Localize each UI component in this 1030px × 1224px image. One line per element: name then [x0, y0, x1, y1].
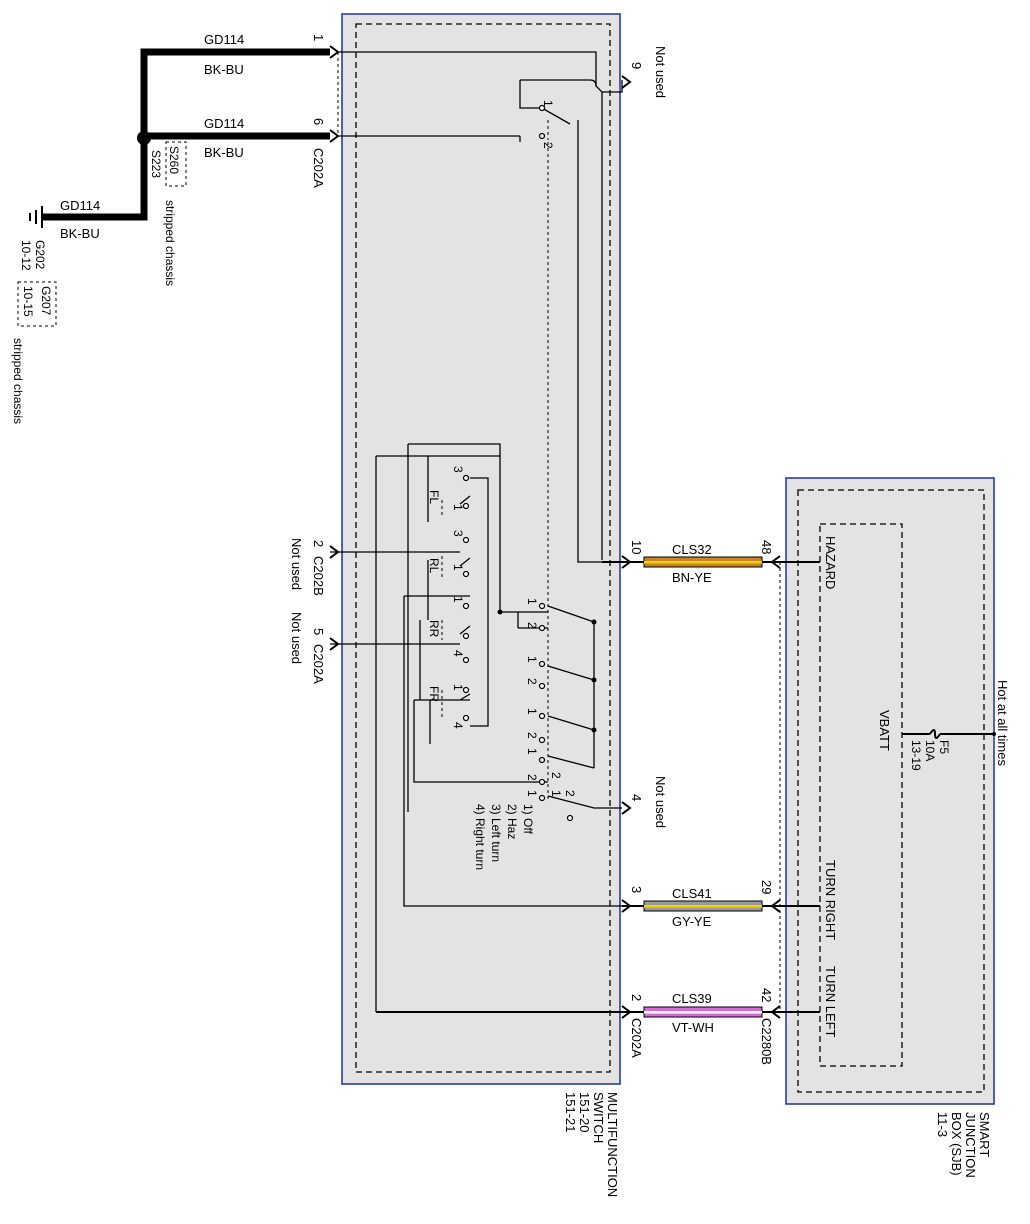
rl-contact-3: 3 [451, 530, 465, 537]
splice-s223: S223 [149, 150, 163, 178]
lamp-rr: RR [427, 620, 441, 638]
hazard-contact-2c: 2 [525, 732, 539, 739]
smart-junction-box-module [785, 477, 995, 1105]
fuse-page: 13-19 [909, 740, 923, 771]
lamp-rl: RL [427, 558, 441, 574]
pin-4-not-used: Not used [653, 776, 668, 828]
rr-contact-4: 4 [451, 650, 465, 657]
pin-5-left-not-used: Not used [289, 612, 304, 664]
hazard-contact-1c: 1 [525, 708, 539, 715]
ground-pin-6: 6 [311, 118, 326, 125]
fuse-icon [929, 729, 941, 739]
switch-legend-off: 1) Off [521, 804, 535, 834]
hazard-contact-1a: 1 [525, 598, 539, 605]
pin-4: 4 [629, 794, 644, 801]
hazard-contact-2b: 2 [525, 678, 539, 685]
sjb-pin-48: 48 [759, 540, 774, 554]
sjb-turn-right: TURN RIGHT [823, 860, 838, 940]
sjb-page: 11-3 [935, 1112, 950, 1137]
ground-g202-page: 10-12 [19, 240, 33, 271]
splice-node [137, 131, 151, 145]
switch-legend-haz: 2) Haz [505, 804, 519, 839]
ground-wire-color-1: BK-BU [204, 62, 244, 77]
hazard-contact-1d: 1 [525, 748, 539, 755]
ground-circuit [17, 45, 340, 327]
switch-legend-left-turn: 3) Left turn [489, 804, 503, 862]
ground-connector-c202a: C202A [311, 148, 326, 188]
switch-name-line2: SWITCH [591, 1092, 606, 1143]
circuit-cls32 [602, 555, 820, 569]
ground-g207-box [17, 281, 57, 327]
ground-pin-1: 1 [311, 34, 326, 41]
rl-contact-1: 1 [451, 564, 465, 571]
ground-wire-color-2: BK-BU [204, 145, 244, 160]
lamp-switch-bank [329, 443, 632, 1012]
ground-wire-id-2: GD114 [204, 116, 244, 131]
fr-contact-4: 4 [451, 722, 465, 729]
pin-2-left: 2 [311, 540, 326, 547]
pin-9-not-used: Not used [653, 46, 668, 98]
rr-contact-1: 1 [451, 596, 465, 603]
cls39-id: CLS39 [672, 991, 712, 1006]
hazard-contact-1e: 1 [525, 790, 539, 797]
upper-contact-1: 1 [541, 100, 555, 107]
lamp-fr: FR [427, 686, 441, 702]
sjb-fuse-circuit [902, 729, 996, 739]
connector-c202a-bottom: C202A [629, 1018, 644, 1058]
pin-2-left-not-used: Not used [289, 538, 304, 590]
fuse-f5: F5 [937, 740, 951, 754]
pin-5-left: 5 [311, 628, 326, 635]
switch-name-line1: MULTIFUNCTION [605, 1092, 620, 1197]
sjb-turn-left: TURN LEFT [823, 966, 838, 1038]
hazard-contact-2f: 2 [563, 790, 577, 797]
ground-wire-color-3: BK-BU [60, 226, 100, 241]
ground-wire-id-3: GD114 [60, 198, 100, 213]
splice-stripped-chassis: stripped chassis [163, 200, 177, 286]
cls41-id: CLS41 [672, 886, 712, 901]
hazard-contact-1f: 1 [549, 790, 563, 797]
sjb-pin-42: 42 [759, 988, 774, 1002]
ground-g207: G207 [39, 286, 53, 316]
circuit-cls41 [621, 899, 820, 913]
cls39-color: VT-WH [672, 1020, 714, 1035]
circuit-cls39 [376, 1005, 820, 1019]
fuse-rating: 10A [923, 740, 937, 761]
upper-contact-2: 2 [541, 142, 555, 149]
switch-page-1: 151-20 [577, 1092, 592, 1132]
ground-g202: G202 [33, 240, 47, 270]
fl-contact-1: 1 [451, 504, 465, 511]
ground-wire-id-1: GD114 [204, 32, 244, 47]
splice-s260: S260 [167, 146, 181, 174]
pin-9: 9 [629, 62, 644, 69]
sjb-hazard: HAZARD [823, 536, 838, 589]
connector-c202a-left: C202A [311, 644, 326, 684]
hazard-contact-1b: 1 [525, 656, 539, 663]
pin-2-right: 2 [629, 994, 644, 1001]
fr-contact-1: 1 [451, 684, 465, 691]
cls41-color: GY-YE [672, 914, 712, 929]
sjb-connector-c2280b: C2280B [759, 1018, 774, 1065]
cls32-id: CLS32 [672, 542, 712, 557]
sjb-pin-29: 29 [759, 880, 774, 894]
pin-3: 3 [629, 886, 644, 893]
hazard-contact-2e: 2 [549, 772, 563, 779]
connector-c202b: C202B [311, 556, 326, 596]
hazard-contact-2d: 2 [525, 774, 539, 781]
ground-stripped-chassis: stripped chassis [11, 338, 25, 424]
pin-10: 10 [629, 540, 644, 554]
sjb-vbatt: VBATT [877, 710, 892, 751]
fl-contact-3: 3 [451, 466, 465, 473]
hazard-contact-2a: 2 [525, 622, 539, 629]
switch-legend-right-turn: 4) Right turn [473, 804, 487, 870]
ground-g207-page: 10-15 [21, 286, 35, 317]
cls32-color: BN-YE [672, 570, 712, 585]
hot-at-all-times: Hot at all times [995, 680, 1010, 766]
sjb-name-line2: JUNCTION [963, 1112, 978, 1178]
sjb-name-line1: SMART [977, 1112, 992, 1157]
splice-s260-box [165, 141, 187, 187]
lamp-fl: FL [427, 490, 441, 504]
switch-page-2: 151-21 [563, 1092, 578, 1132]
sjb-name-line3: BOX (SJB) [949, 1112, 964, 1176]
